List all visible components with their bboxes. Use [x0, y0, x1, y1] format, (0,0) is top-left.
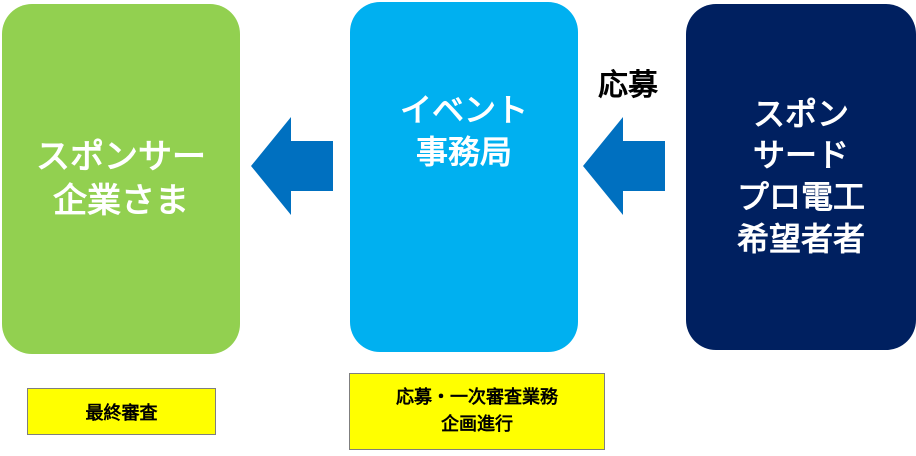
office-tasks-note: 応募・一次審査業務 企画進行: [349, 373, 605, 450]
final-review-note: 最終審査: [27, 388, 216, 435]
apply-label: 応募: [598, 68, 658, 103]
applicant-label: スポン サード プロ電工 希望者者: [736, 94, 865, 258]
arrow-to-sponsor: [251, 117, 333, 215]
arrow-to-office: [583, 117, 665, 215]
event-office-label: イベント 事務局: [399, 91, 528, 171]
office-tasks-label: 応募・一次審査業務 企画進行: [396, 387, 558, 435]
event-office-box: イベント 事務局: [350, 2, 578, 352]
final-review-label: 最終審査: [85, 402, 158, 424]
applicant-box: スポン サード プロ電工 希望者者: [686, 4, 916, 350]
sponsor-company-box: スポンサー 企業さま: [2, 4, 240, 354]
sponsor-company-label: スポンサー 企業さま: [36, 136, 206, 221]
